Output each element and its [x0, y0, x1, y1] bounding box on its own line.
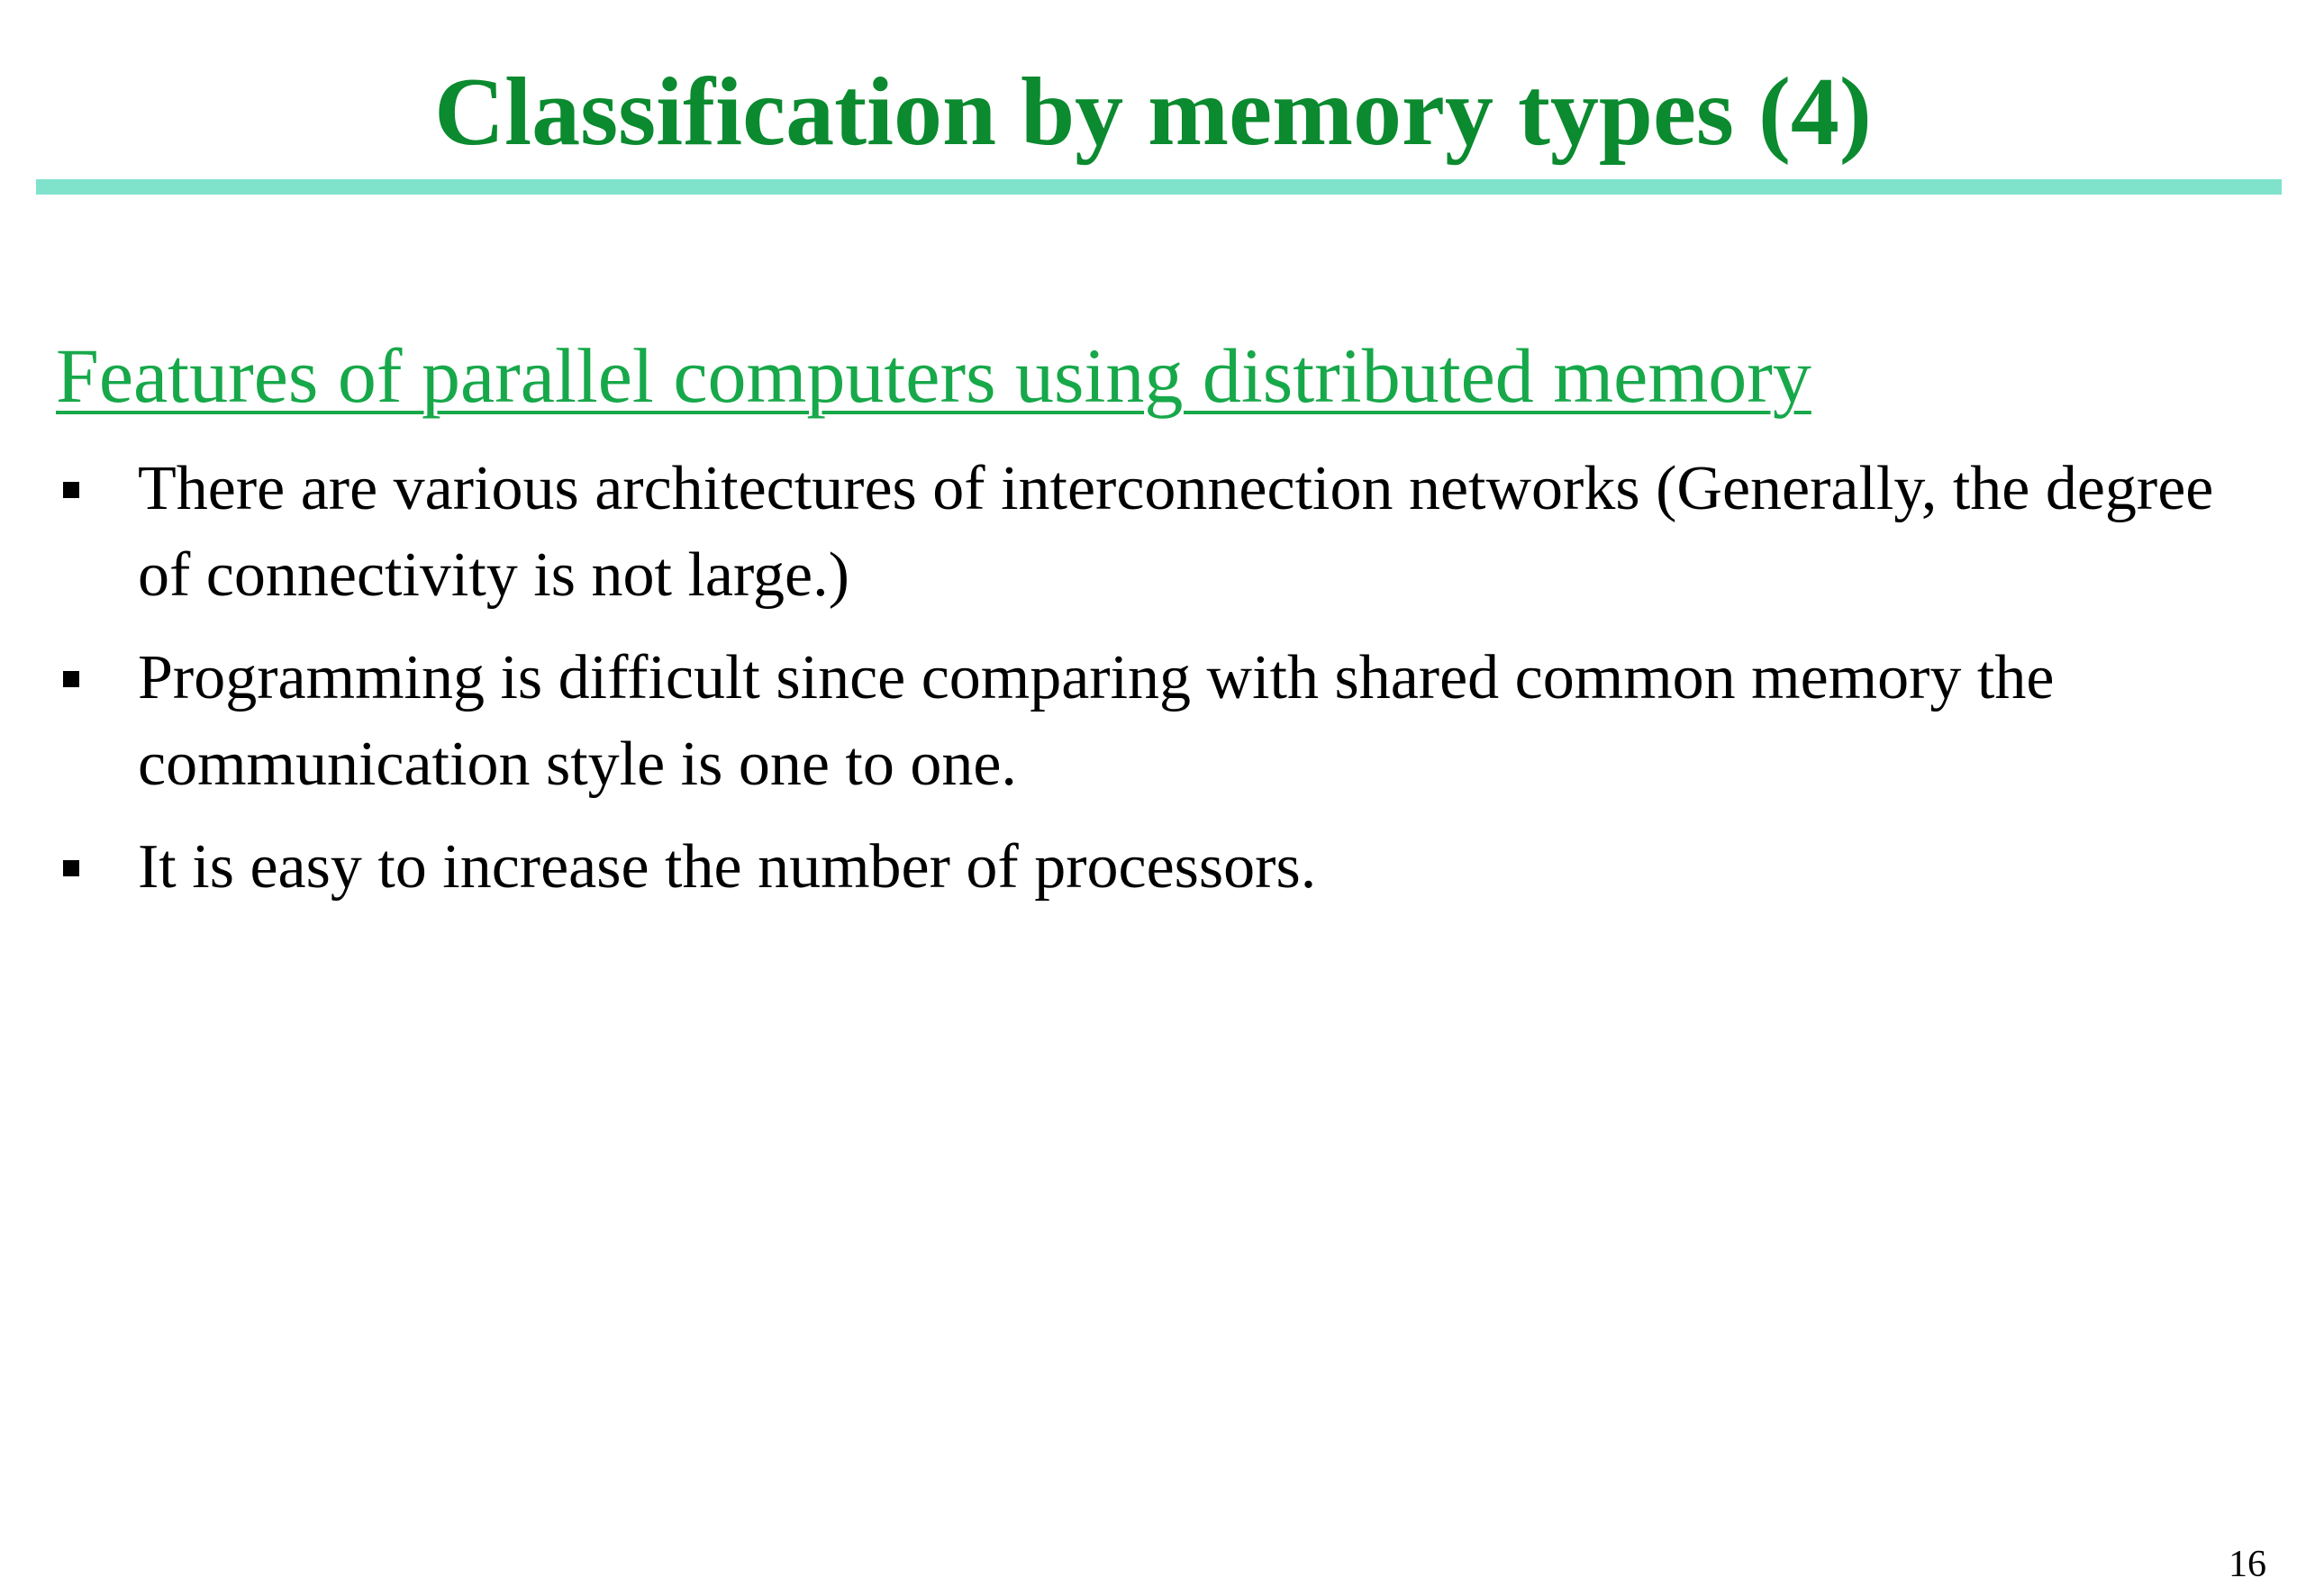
- page-number: 16: [2229, 1544, 2266, 1585]
- bullet-text: There are various architectures of inter…: [138, 454, 2214, 610]
- section-heading: Features of parallel computers using dis…: [56, 332, 1811, 419]
- title-divider: [36, 179, 2282, 195]
- bullet-item: Programming is difficult since comparing…: [56, 635, 2254, 808]
- square-bullet-icon: [63, 482, 79, 498]
- square-bullet-icon: [63, 671, 79, 687]
- bullet-list: There are various architectures of inter…: [56, 446, 2254, 927]
- bullet-text: It is easy to increase the number of pro…: [138, 832, 1317, 902]
- bullet-item: There are various architectures of inter…: [56, 446, 2254, 619]
- slide-title: Classification by memory types (4): [434, 59, 1872, 166]
- square-bullet-icon: [63, 860, 79, 876]
- bullet-item: It is easy to increase the number of pro…: [56, 824, 2254, 911]
- bullet-text: Programming is difficult since comparing…: [138, 643, 2055, 799]
